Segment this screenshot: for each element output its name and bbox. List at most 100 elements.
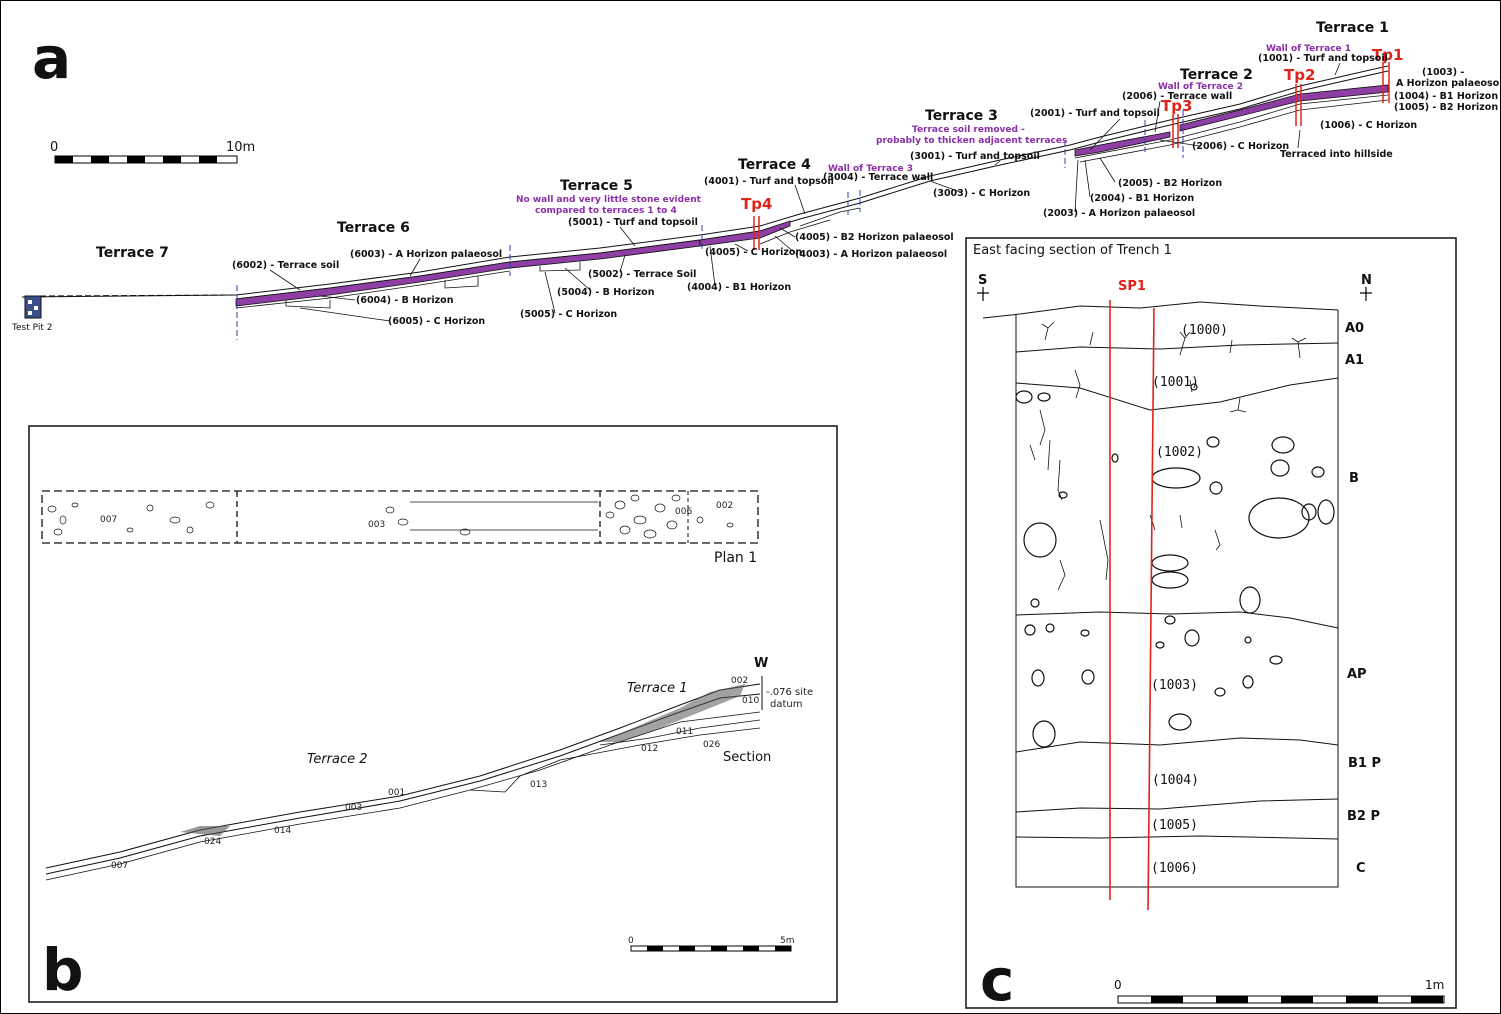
label-6003: (6003) - A Horizon palaeosol bbox=[350, 249, 502, 260]
layer-1003: (1003) bbox=[1151, 678, 1198, 693]
label-4001: (4001) - Turf and topsoil bbox=[704, 176, 834, 187]
terrace-7-title: Terrace 7 bbox=[96, 245, 169, 261]
label-5001: (5001) - Turf and topsoil bbox=[568, 217, 698, 228]
panel-a-horizon-labels: (1001) - Turf and topsoil (1003) - A Hor… bbox=[232, 53, 1501, 327]
label-2006: (2006) - Terrace wall bbox=[1122, 91, 1232, 102]
panel-c-border bbox=[965, 237, 1457, 1009]
terrace-4-title: Terrace 4 bbox=[738, 157, 811, 173]
section-context-013: 013 bbox=[530, 780, 547, 790]
test-pit-2-label: Test Pit 2 bbox=[11, 323, 52, 333]
plan-title: Plan 1 bbox=[714, 550, 757, 566]
root-marks bbox=[1029, 321, 1307, 591]
section-terrace-2: Terrace 2 bbox=[307, 752, 368, 767]
panel-c: East facing section of Trench 1 S N SP1 bbox=[965, 237, 1457, 1014]
plan-context-002: 002 bbox=[716, 501, 733, 511]
label-4005c: (4005) - C Horizon bbox=[705, 247, 802, 258]
stones bbox=[1015, 383, 1335, 748]
panel-c-title: East facing section of Trench 1 bbox=[973, 243, 1172, 258]
layer-1004: (1004) bbox=[1152, 773, 1199, 788]
panel-a-leader-lines bbox=[269, 62, 1341, 322]
panel-a: a 0 10m bbox=[11, 20, 1501, 340]
note-wall-terrace-2: Wall of Terrace 2 bbox=[1158, 82, 1243, 92]
panel-b-letter: b bbox=[42, 936, 84, 1004]
note-wall-terrace-1: Wall of Terrace 1 bbox=[1266, 44, 1351, 54]
label-1004: (1004) - B1 Horizon bbox=[1394, 91, 1498, 102]
horizon-a1: A1 bbox=[1345, 353, 1364, 368]
label-4005b2: (4005) - B2 Horizon palaeosol bbox=[795, 232, 954, 243]
panel-a-scale-bar: 0 10m bbox=[50, 140, 255, 164]
panel-c-letter: c bbox=[980, 946, 1014, 1014]
label-2004: (2004) - B1 Horizon bbox=[1090, 193, 1194, 204]
scale-a-end: 10m bbox=[226, 140, 255, 155]
section-datum-1: -.076 site bbox=[766, 687, 813, 698]
note-wall-terrace-3: Wall of Terrace 3 bbox=[828, 164, 913, 174]
north-compass-icon bbox=[1360, 287, 1372, 301]
section-context-003: 003 bbox=[345, 803, 362, 813]
palaeosol-band-1 bbox=[1179, 84, 1389, 132]
plan-1: 007 003 006 002 Plan 1 bbox=[41, 490, 759, 566]
panel-b-border bbox=[28, 425, 838, 1003]
scale-c-start: 0 bbox=[1114, 978, 1122, 992]
label-terraced: Terraced into hillside bbox=[1280, 149, 1393, 160]
panel-c-scale-bar: 0 1m bbox=[1114, 978, 1445, 1004]
panel-a-letter: a bbox=[32, 24, 71, 92]
section-context-002: 002 bbox=[731, 676, 748, 686]
note-terrace-5-2: compared to terraces 1 to 4 bbox=[535, 206, 677, 216]
section-context-026: 026 bbox=[703, 740, 720, 750]
tp1-label: Tp1 bbox=[1372, 46, 1403, 64]
plan-context-007: 007 bbox=[100, 515, 117, 525]
label-2001: (2001) - Turf and topsoil bbox=[1030, 108, 1160, 119]
section-context-010: 010 bbox=[742, 696, 759, 706]
scale-a-start: 0 bbox=[50, 140, 58, 155]
horizon-a0: A0 bbox=[1345, 321, 1364, 336]
label-6002: (6002) - Terrace soil bbox=[232, 260, 339, 271]
note-terrace-3-removed-2: probably to thicken adjacent terraces bbox=[876, 136, 1067, 146]
label-1003b: A Horizon palaeosol bbox=[1396, 78, 1501, 89]
label-3004: (3004) - Terrace wall bbox=[823, 172, 933, 183]
label-1003a: (1003) - bbox=[1422, 67, 1464, 78]
south-label: S bbox=[978, 273, 987, 288]
layer-1002: (1002) bbox=[1156, 445, 1203, 460]
horizon-ap: AP bbox=[1347, 667, 1367, 682]
label-3001: (3001) - Turf and topsoil bbox=[910, 151, 1040, 162]
label-2005: (2005) - B2 Horizon bbox=[1118, 178, 1222, 189]
horizon-b: B bbox=[1349, 471, 1359, 486]
palaeosol-band-4 bbox=[699, 220, 791, 247]
scale-b-start: 0 bbox=[628, 936, 634, 946]
section-w-label: W bbox=[754, 656, 768, 671]
label-5004: (5004) - B Horizon bbox=[557, 287, 655, 298]
label-3003: (3003) - C Horizon bbox=[933, 188, 1030, 199]
layer-1006: (1006) bbox=[1151, 861, 1198, 876]
label-5002: (5002) - Terrace Soil bbox=[588, 269, 696, 280]
north-label: N bbox=[1361, 273, 1372, 288]
palaeosol-band-2 bbox=[1074, 131, 1171, 157]
terrace-1-title: Terrace 1 bbox=[1316, 20, 1389, 36]
layer-1000: (1000) bbox=[1181, 323, 1228, 338]
section-context-014: 014 bbox=[274, 826, 291, 836]
test-pit-lines bbox=[753, 62, 1390, 250]
label-4003: (4003) - A Horizon palaeosol bbox=[795, 249, 947, 260]
section-terrace-1: Terrace 1 bbox=[627, 681, 688, 696]
label-5005: (5005) - C Horizon bbox=[520, 309, 617, 320]
horizon-b2p: B2 P bbox=[1347, 809, 1380, 824]
south-compass-icon bbox=[977, 287, 989, 301]
layer-1005: (1005) bbox=[1151, 818, 1198, 833]
section-drawing: W -.076 site datum Terrace 1 Terrace 2 S… bbox=[45, 656, 813, 881]
label-2006c: (2006) - C Horizon bbox=[1192, 141, 1289, 152]
scale-b-end: 5m bbox=[780, 936, 795, 946]
label-6005: (6005) - C Horizon bbox=[388, 316, 485, 327]
note-terrace-5-1: No wall and very little stone evident bbox=[516, 195, 702, 205]
test-pit-2-icon bbox=[24, 295, 42, 319]
section-context-024: 024 bbox=[204, 837, 221, 847]
section-context-011: 011 bbox=[676, 727, 693, 737]
label-1006: (1006) - C Horizon bbox=[1320, 120, 1417, 131]
note-terrace-3-removed-1: Terrace soil removed - bbox=[912, 125, 1025, 135]
scale-c-end: 1m bbox=[1425, 978, 1444, 992]
panel-b-scale-bar: 0 5m bbox=[628, 936, 795, 952]
terrace-2-title: Terrace 2 bbox=[1180, 67, 1253, 83]
terrace-5-title: Terrace 5 bbox=[560, 178, 633, 194]
tp3-label: Tp3 bbox=[1161, 97, 1192, 115]
section-context-012: 012 bbox=[641, 744, 658, 754]
layer-1001: (1001) bbox=[1152, 375, 1199, 390]
